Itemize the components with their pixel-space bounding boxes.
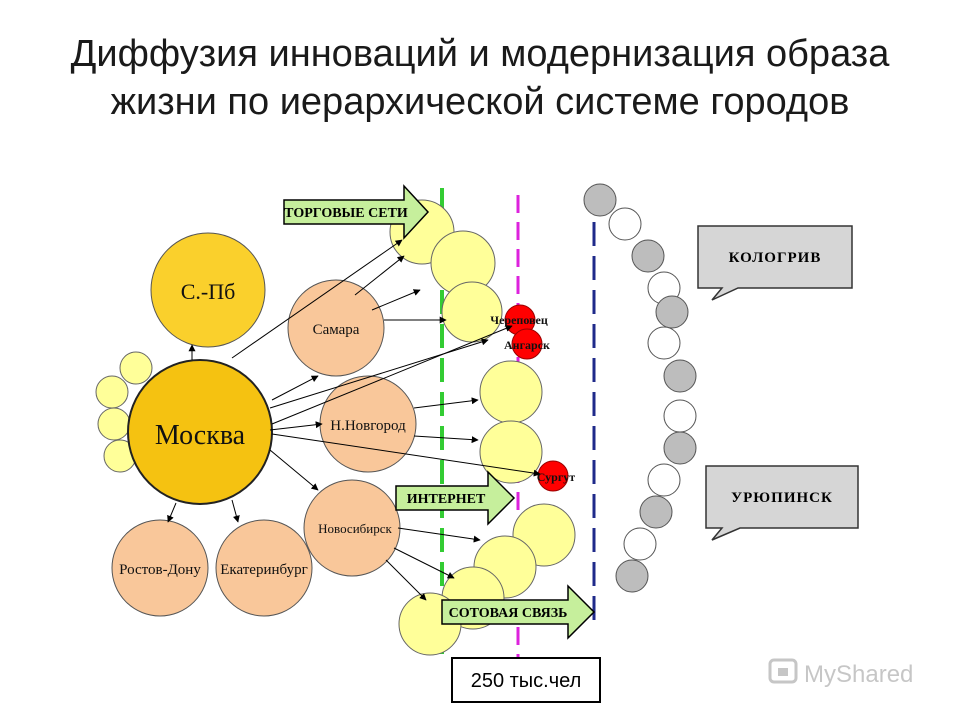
watermark: MyShared: [768, 658, 913, 688]
town-circle: [655, 295, 689, 329]
watermark-logo-icon: [768, 658, 798, 684]
diffusion-arrows: [167, 239, 541, 601]
town-circle: [583, 183, 617, 217]
small-city-circle: [97, 407, 131, 441]
town-circle: [623, 527, 657, 561]
samara-label: Самара: [313, 322, 360, 338]
town-circle: [647, 326, 681, 360]
small-city-circle: [119, 351, 153, 385]
kologriv-callout: КОЛОГРИВ: [697, 225, 853, 301]
town-circle: [663, 431, 697, 465]
town-circle: [608, 207, 642, 241]
spb-label: С.-Пб: [181, 279, 236, 304]
trade-networks-label: ТОРГОВЫЕ СЕТИ: [284, 206, 408, 221]
nnovgorod-label: Н.Новгород: [330, 418, 406, 434]
ekaterinburg-label: Екатеринбург: [220, 562, 307, 578]
threshold-box: 250 тыс.чел: [451, 657, 601, 703]
title-line-2: жизни по иерархической системе городов: [110, 81, 850, 123]
town-circle: [631, 239, 665, 273]
samara-circle: [287, 279, 385, 377]
internet-label: ИНТЕРНЕТ: [407, 492, 486, 507]
town-circle: [639, 495, 673, 529]
cellular-arrow: СОТОВАЯ СВЯЗЬ: [441, 584, 596, 640]
cellular-label: СОТОВАЯ СВЯЗЬ: [449, 606, 568, 621]
trade-networks-arrow: ТОРГОВЫЕ СЕТИ: [283, 184, 430, 240]
uryupinsk-callout: УРЮПИНСК: [705, 465, 859, 541]
spb-circle: [150, 232, 266, 348]
angarsk-label: Ангарск: [504, 338, 550, 352]
town-circle: [615, 559, 649, 593]
rostov-label: Ростов-Дону: [119, 562, 201, 578]
moscow-circle: [127, 359, 273, 505]
title-line-1: Диффузия инноваций и модернизация образа: [70, 33, 890, 75]
moscow-label: Москва: [155, 420, 246, 451]
town-circle: [663, 399, 697, 433]
rostov-circle: [111, 519, 209, 617]
watermark-text: MyShared: [804, 661, 913, 688]
novosibirsk-label: Новосибирск: [318, 521, 392, 536]
town-circle: [647, 463, 681, 497]
surgut-label: Сургут: [537, 470, 575, 484]
secondary-city-circle: [479, 360, 543, 424]
threshold-label: 250 тыс.чел: [471, 670, 582, 692]
internet-arrow: ИНТЕРНЕТ: [395, 470, 516, 526]
secondary-city-circle: [441, 281, 503, 343]
red-city-circle: [511, 328, 543, 360]
town-circle: [663, 359, 697, 393]
uryupinsk-label: УРЮПИНСК: [731, 490, 833, 506]
cherepovets-label: Череповец: [490, 313, 548, 327]
small-city-circle: [95, 375, 129, 409]
page-title: Диффузия инноваций и модернизация образа…: [0, 30, 960, 126]
ekaterinburg-circle: [215, 519, 313, 617]
kologriv-label: КОЛОГРИВ: [729, 250, 822, 266]
